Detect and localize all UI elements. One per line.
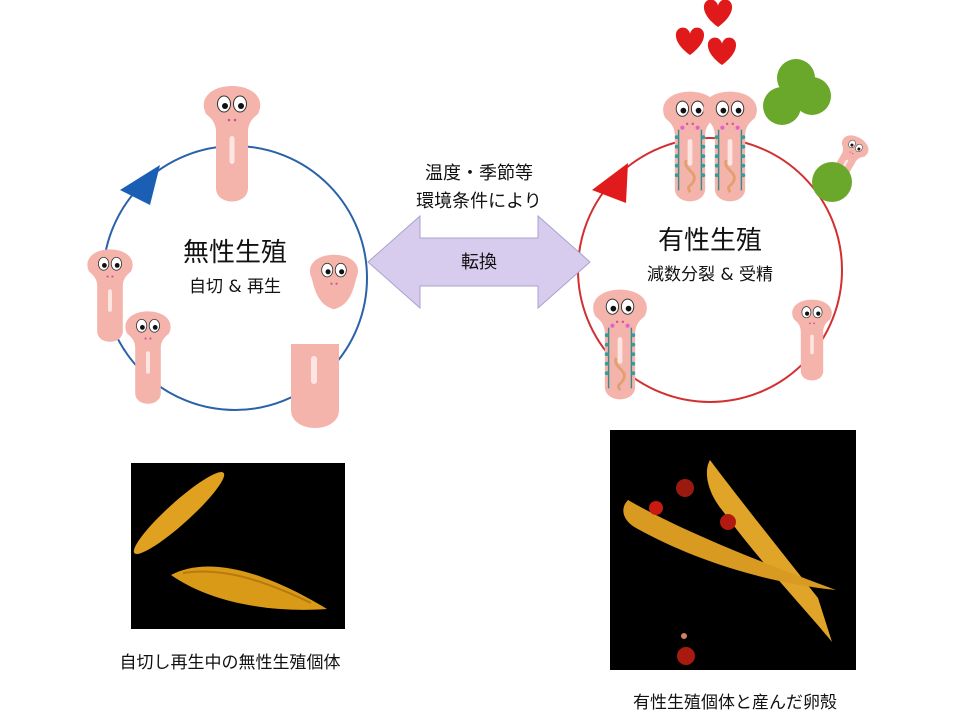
- planarian-icon: [203, 85, 261, 202]
- asexual-photo-caption: 自切し再生中の無性生殖個体: [119, 653, 341, 673]
- asexual-cycle: [86, 85, 368, 428]
- mating-planarian-icon: [703, 92, 757, 202]
- asexual-photo: [131, 463, 345, 629]
- asexual-cycle-arrowhead: [120, 165, 160, 205]
- sexual-title: 有性生殖: [657, 226, 762, 256]
- egg-capsule-icon: [763, 59, 852, 202]
- planarian-tail-fragment-icon: [291, 344, 339, 428]
- heart-icon: [675, 0, 737, 66]
- condition-line-1: 温度・季節等: [425, 163, 533, 184]
- sexual-cycle: [577, 0, 873, 403]
- sexual-subtitle: 減数分裂 & 受精: [646, 265, 774, 285]
- sexual-cycle-arrowhead: [592, 163, 628, 203]
- planarian-head-fragment-icon: [309, 254, 359, 310]
- asexual-subtitle: 自切 & 再生: [188, 277, 282, 297]
- transition-label: 転換: [461, 252, 497, 273]
- transition-condition: 温度・季節等 環境条件により: [379, 160, 579, 216]
- condition-line-2: 環境条件により: [416, 191, 542, 212]
- sexual-photo-caption: 有性生殖個体と産んだ卵殻: [633, 693, 837, 713]
- asexual-title: 無性生殖: [182, 238, 287, 268]
- transition-arrow: [367, 214, 591, 310]
- sexual-photo: [610, 430, 856, 670]
